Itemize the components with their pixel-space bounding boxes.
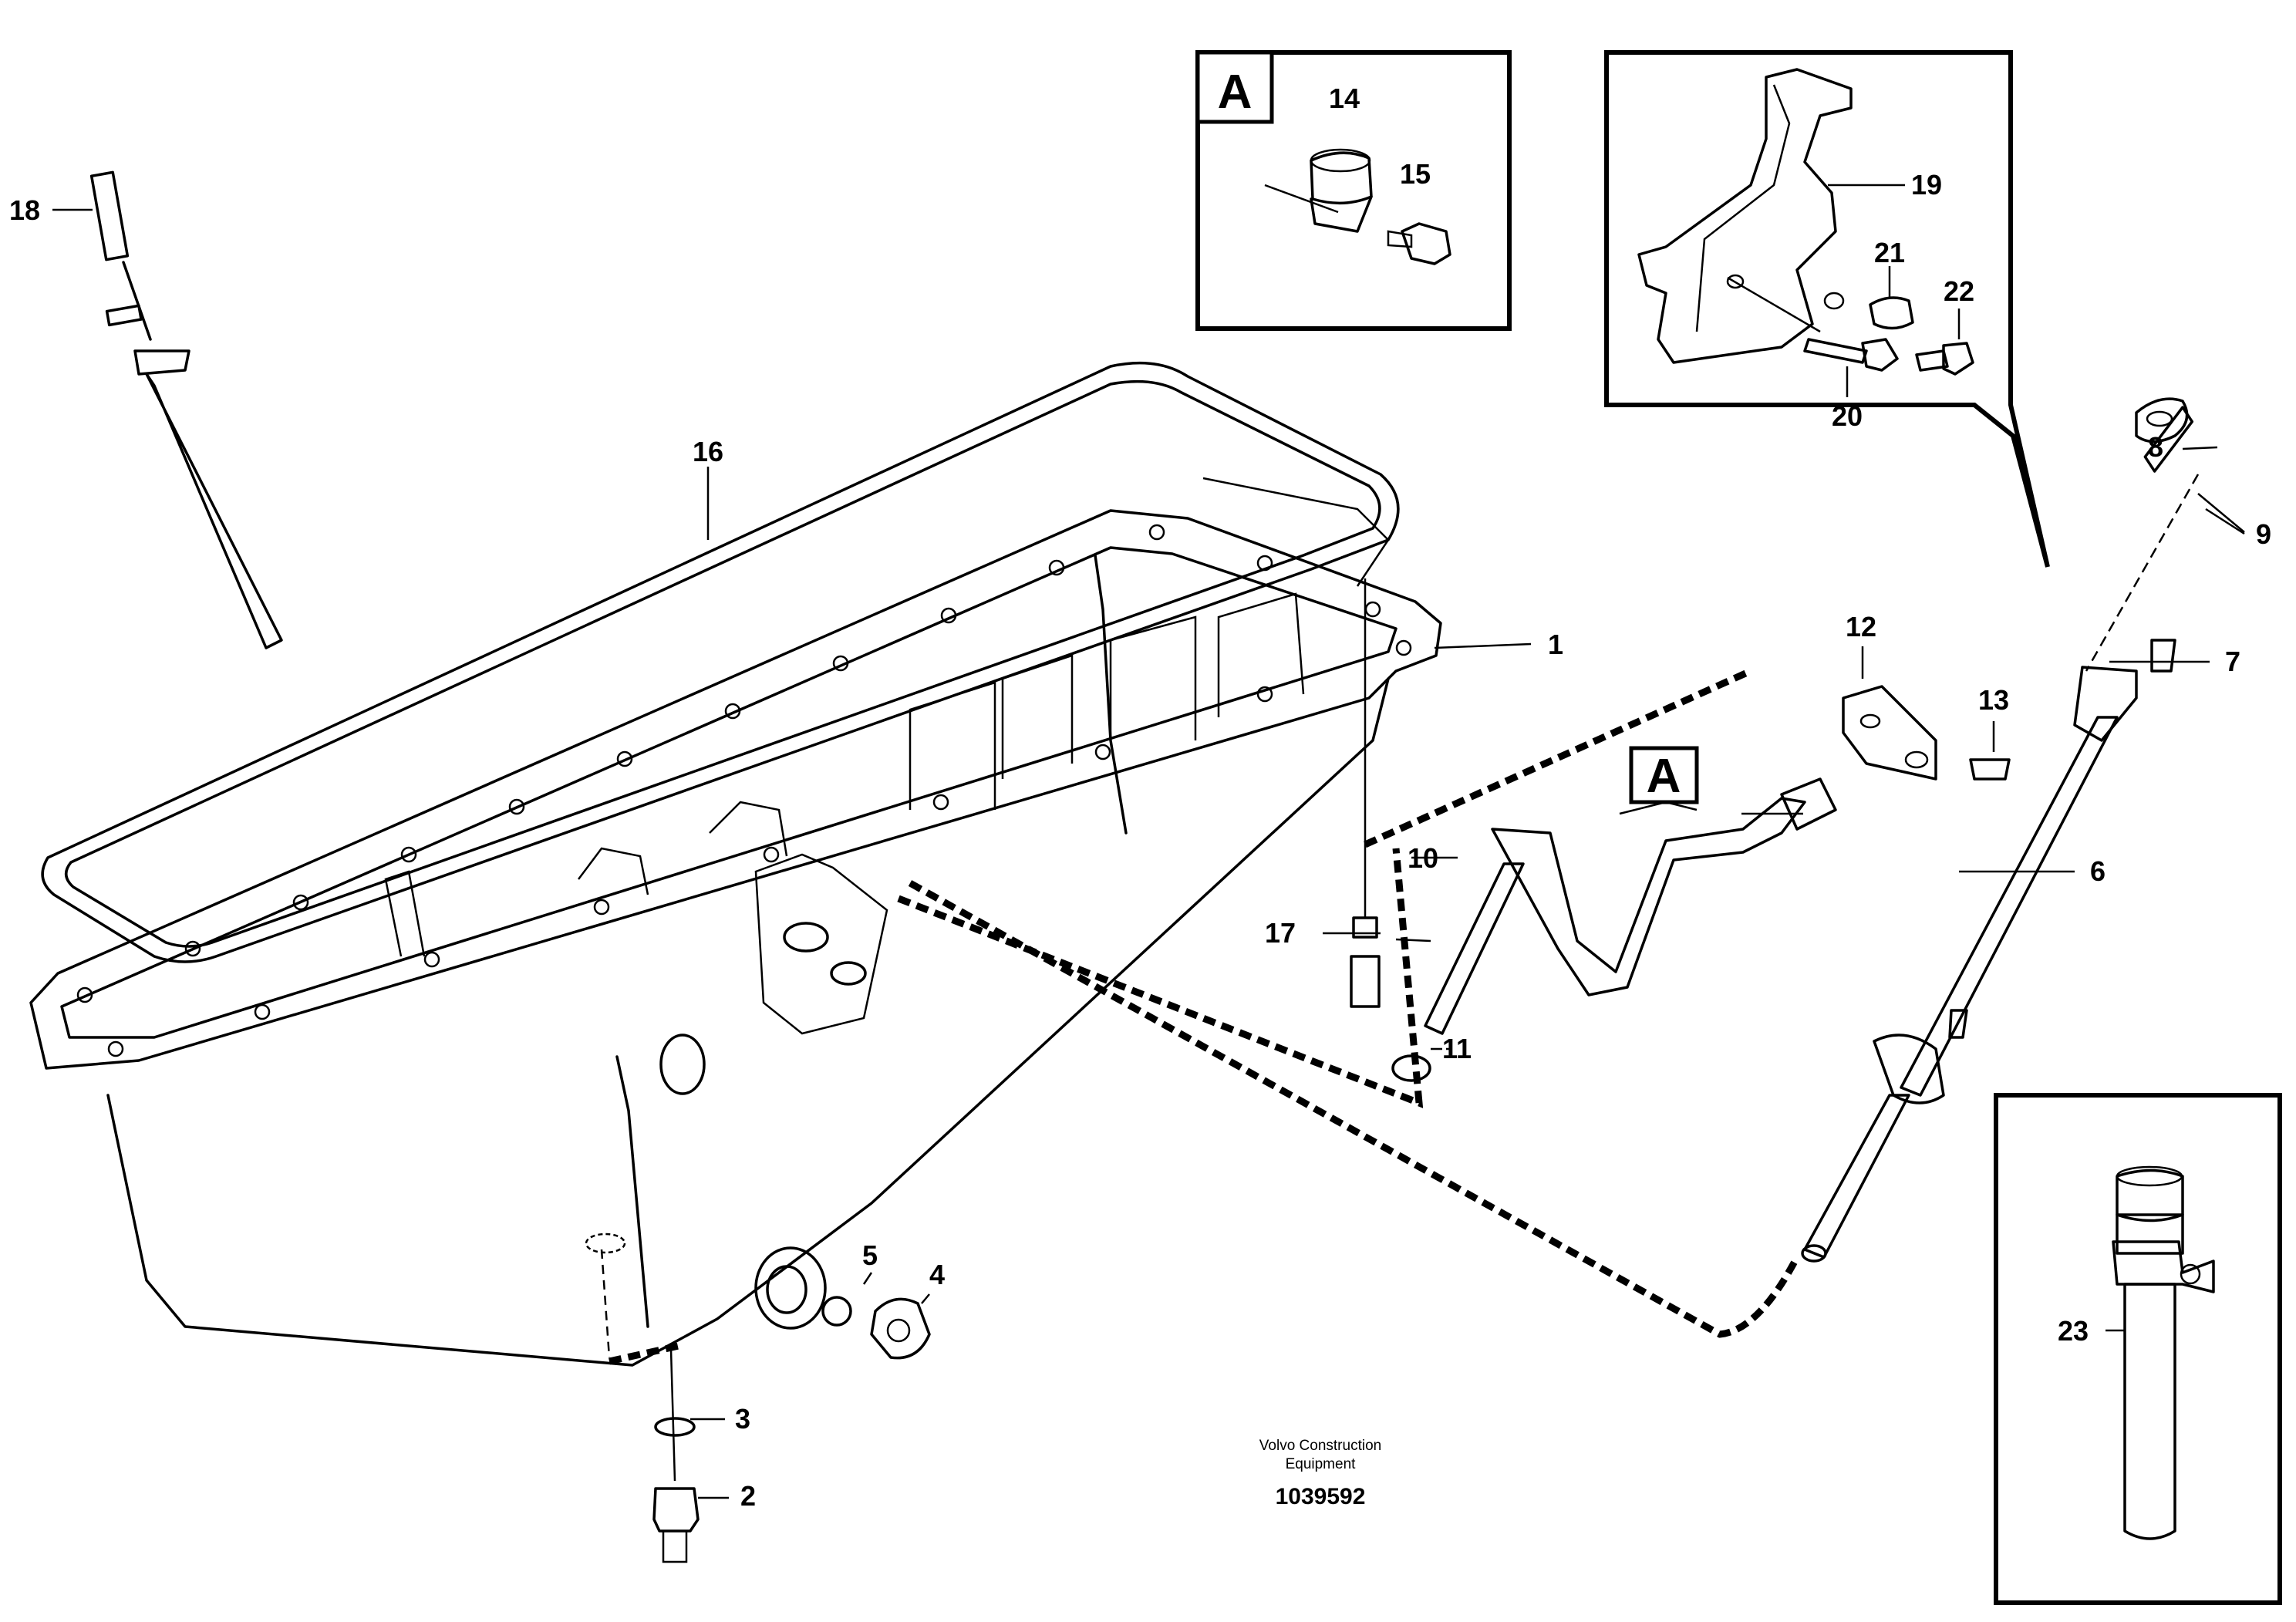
connection-lines (897, 667, 1800, 1338)
oil-pan (29, 477, 1442, 1367)
company-name-line-1: Volvo Construction (1259, 1438, 1381, 1454)
callout-11: 11 (1442, 1033, 1472, 1064)
caption: Volvo Construction Equipment 1039592 (1259, 1438, 1381, 1509)
callout-3: 3 (735, 1403, 750, 1435)
oil-pan-gasket (41, 361, 1400, 963)
callout-19: 19 (1911, 169, 1942, 201)
drawing-number: 1039592 (1276, 1484, 1366, 1509)
callout-18: 18 (9, 194, 40, 226)
callout-17: 17 (1265, 917, 1296, 949)
dipstick-18 (89, 170, 283, 649)
bracket-12 (1842, 685, 2011, 781)
detail-a-marker: A (1619, 746, 1699, 815)
leader-lines (52, 208, 2245, 1499)
inset-box-a: A (1195, 50, 1512, 331)
callout-2: 2 (740, 1480, 756, 1512)
inset-box-bracket (1604, 50, 2050, 568)
callout-4: 4 (929, 1259, 945, 1290)
callout-21: 21 (1874, 237, 1905, 268)
callout-20: 20 (1832, 400, 1863, 432)
callout-6: 6 (2090, 855, 2106, 887)
callout-5: 5 (862, 1239, 878, 1271)
callout-numbers: 1 2 3 4 5 6 7 8 9 10 11 12 13 14 15 16 1… (9, 83, 2271, 1512)
callout-14: 14 (1329, 83, 1360, 114)
inset-a-label: A (1218, 66, 1253, 119)
drain-plug-2 (585, 1233, 700, 1563)
callout-9: 9 (2256, 518, 2271, 550)
callout-12: 12 (1846, 611, 1876, 642)
callout-7: 7 (2225, 646, 2240, 677)
oil-pipe-10 (1391, 777, 1837, 1082)
guide-tube-6 (1801, 397, 2200, 1263)
detail-a-marker-label: A (1647, 750, 1681, 803)
plug-4 (821, 1296, 931, 1360)
callout-10: 10 (1408, 842, 1438, 874)
callout-1: 1 (1548, 629, 1563, 660)
callout-23: 23 (2058, 1315, 2089, 1347)
company-name-line-2: Equipment (1286, 1456, 1357, 1472)
callout-15: 15 (1400, 158, 1431, 190)
inset-box-tube (1994, 1093, 2282, 1605)
callout-8: 8 (2148, 431, 2163, 463)
callout-13: 13 (1978, 684, 2009, 716)
callout-16: 16 (693, 436, 723, 467)
stud-17 (1350, 578, 1381, 1008)
callout-22: 22 (1944, 275, 1974, 307)
